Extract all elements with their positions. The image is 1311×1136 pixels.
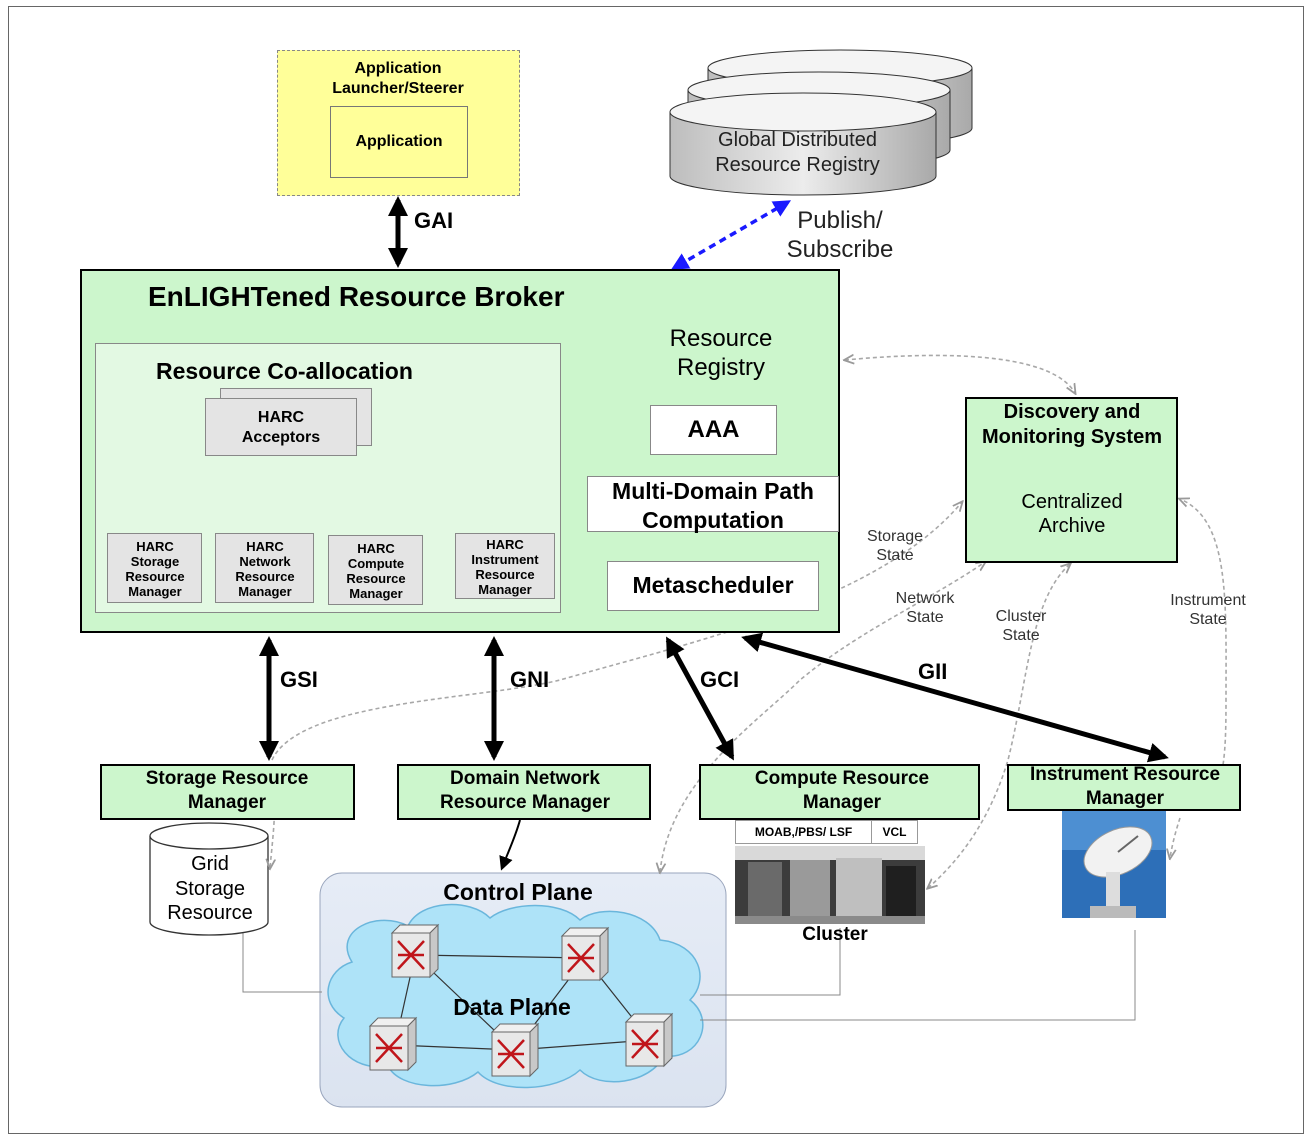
cluster-photo <box>735 846 925 924</box>
vcl-tag-label: VCL <box>882 825 907 839</box>
publish-subscribe-label: Publish/ Subscribe <box>786 207 894 263</box>
gci-label: GCI <box>700 667 740 692</box>
network-state-label: Network State <box>895 590 955 626</box>
network-to-control-arrow <box>499 819 521 871</box>
harc-network-manager: HARC Network Resource Manager <box>215 533 314 603</box>
cluster-label: Cluster <box>802 924 868 945</box>
moab-tag-label: MOAB,/PBS/ LSF <box>754 825 853 839</box>
gii-label: GII <box>918 659 948 684</box>
harc-acceptors-label: HARC Acceptors <box>241 409 321 446</box>
router-icon <box>368 923 674 1078</box>
grid-storage-label: Grid Storage Resource <box>167 853 253 924</box>
harc-storage-manager-label: HARC Storage Resource Manager <box>125 539 185 599</box>
data-plane-label: Data Plane <box>453 994 571 1020</box>
global-registry-label: Global Distributed Resource Registry <box>715 129 880 176</box>
instrument-manager-label: Instrument Resource Manager <box>1029 764 1221 809</box>
aaa-box: AAA <box>650 405 777 455</box>
state-arrows <box>270 355 1227 888</box>
harc-compute-manager: HARC Compute Resource Manager <box>328 535 423 605</box>
interface-arrows <box>259 196 1169 763</box>
figure-frame <box>8 6 1304 1134</box>
gai-label: GAI <box>414 208 454 233</box>
resource-registry-label: Resource Registry <box>669 325 773 381</box>
coallocation-title: Resource Co-allocation <box>156 358 413 384</box>
application-label: Application <box>355 133 443 150</box>
compute-manager-box: Compute Resource Manager <box>699 764 980 820</box>
storage-state-label: Storage State <box>866 528 924 564</box>
gsi-label: GSI <box>280 667 318 692</box>
aaa-label: AAA <box>687 416 740 443</box>
publish-subscribe-arrow <box>670 200 792 270</box>
moab-tag: MOAB,/PBS/ LSF <box>735 820 872 844</box>
resource-broker-title: EnLIGHTened Resource Broker <box>148 281 565 312</box>
network-manager-label: Domain Network Resource Manager <box>439 768 610 813</box>
storage-manager-label: Storage Resource Manager <box>145 768 309 813</box>
path-computation-box: Multi-Domain Path Computation <box>587 476 839 533</box>
global-registry-cylinders <box>669 49 973 196</box>
discovery-monitoring-title: Discovery and Monitoring System <box>981 401 1162 448</box>
application-launcher-box: Application Launcher/Steerer Application <box>277 50 520 196</box>
telescope-photo <box>1062 810 1166 918</box>
gni-label: GNI <box>510 667 550 692</box>
harc-instrument-manager-label: HARC Instrument Resource Manager <box>471 537 539 597</box>
harc-compute-manager-label: HARC Compute Resource Manager <box>346 541 406 601</box>
harc-instrument-manager: HARC Instrument Resource Manager <box>455 533 555 599</box>
grid-storage-cylinder <box>149 822 269 936</box>
centralized-archive-label: Centralized Archive <box>1021 491 1123 537</box>
instrument-state-label: Instrument State <box>1170 592 1246 628</box>
vcl-tag: VCL <box>871 820 918 844</box>
application-launcher-label: Application Launcher/Steerer <box>332 60 464 97</box>
control-plane-label: Control Plane <box>443 879 593 905</box>
compute-manager-label: Compute Resource Manager <box>754 768 930 813</box>
discovery-monitoring-box: Discovery and Monitoring System <box>965 397 1178 563</box>
harc-storage-manager: HARC Storage Resource Manager <box>107 533 202 603</box>
resource-connector-lines <box>242 928 1136 1021</box>
metascheduler-box: Metascheduler <box>607 561 819 611</box>
path-computation-label: Multi-Domain Path Computation <box>612 478 814 533</box>
metascheduler-label: Metascheduler <box>632 572 794 598</box>
storage-manager-box: Storage Resource Manager <box>100 764 355 820</box>
application-box: Application <box>330 106 468 178</box>
instrument-manager-box: Instrument Resource Manager <box>1007 764 1241 811</box>
cluster-state-label: Cluster State <box>995 608 1047 644</box>
network-manager-box: Domain Network Resource Manager <box>397 764 651 820</box>
harc-acceptors-box: HARC Acceptors <box>205 398 357 456</box>
harc-network-manager-label: HARC Network Resource Manager <box>235 539 295 599</box>
